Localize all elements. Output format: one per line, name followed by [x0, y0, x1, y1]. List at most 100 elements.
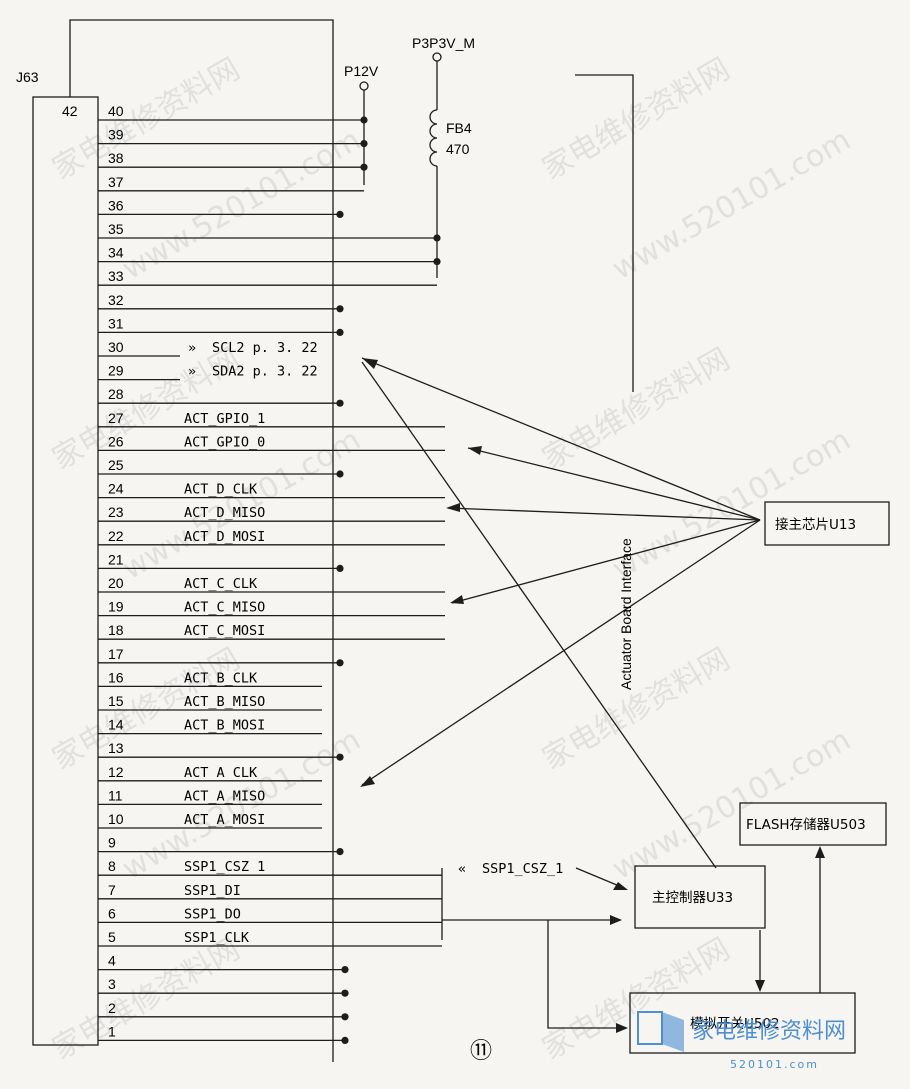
- arrowhead: [815, 846, 825, 858]
- pin-signal-label: SSP1_CLK: [184, 930, 250, 946]
- arrow-u13-gpio: [467, 447, 761, 521]
- p3v3-label: P3P3V_M: [412, 35, 475, 51]
- block-main-chip: [764, 501, 890, 546]
- watermark-text: 家电维修资料网: [537, 642, 736, 777]
- brand-logo-url: 520101.com: [730, 1058, 819, 1071]
- junction-dot: [336, 659, 344, 667]
- pin-signal-label: ACT_C_CLK: [184, 576, 258, 592]
- pin-number: 18: [108, 622, 124, 638]
- pin-number: 26: [108, 433, 124, 449]
- pin-number: 8: [108, 858, 116, 874]
- pin-number: 6: [108, 905, 116, 921]
- pin-number: 5: [108, 929, 116, 945]
- pin-number: 37: [108, 174, 124, 190]
- junction-dot: [336, 210, 344, 218]
- connector-ref: J63: [16, 69, 39, 85]
- junction-dot: [433, 258, 441, 266]
- junction-dot: [336, 399, 344, 407]
- pin-number: 11: [108, 787, 123, 803]
- junction-dot: [336, 328, 344, 336]
- junction-dot: [341, 1013, 349, 1021]
- junction-dot: [341, 966, 349, 974]
- offpage-connector-icon: »: [188, 364, 196, 380]
- junction-dot: [336, 753, 344, 761]
- watermark-text: 家电维修资料网: [537, 342, 736, 477]
- pin-number: 16: [108, 669, 124, 685]
- arrowhead: [613, 882, 628, 890]
- pin-number: 9: [108, 835, 116, 851]
- junction-dot: [360, 116, 368, 124]
- arrow-u13-act-d: [447, 507, 761, 521]
- pin-number: 1: [108, 1023, 116, 1039]
- arrow-controller-i2c: [361, 361, 717, 869]
- pin-number: 27: [108, 410, 124, 426]
- pin-signal-label: ACT_GPIO_1: [184, 411, 265, 427]
- block-controller: [634, 865, 766, 929]
- pin-number: 31: [108, 315, 124, 331]
- arrowhead: [755, 980, 765, 992]
- ssp1-offpage-label: SSP1_CSZ_1: [482, 861, 563, 877]
- pin-number: 20: [108, 575, 124, 591]
- pin-number: 23: [108, 504, 124, 520]
- pin-signal-label: ACT A CLK: [184, 765, 258, 781]
- junction-dot: [433, 234, 441, 242]
- pin-number: 21: [108, 551, 124, 567]
- pin-signal-label: SSP1_DO: [184, 906, 241, 922]
- pin-number: 17: [108, 646, 124, 662]
- block-flash-label: FLASH存储器U503: [746, 817, 866, 833]
- arrowhead: [610, 915, 622, 925]
- pin-number: 29: [108, 363, 124, 379]
- junction-dot: [336, 564, 344, 573]
- pin-number: 28: [108, 386, 124, 402]
- pin-signal-label: SCL2 p. 3. 22: [212, 340, 318, 356]
- connector-pin-top: 42: [62, 103, 78, 119]
- arrow-u13-act-a: [361, 519, 761, 786]
- pin-number: 38: [108, 150, 124, 166]
- watermark-text: www.520101.com: [607, 722, 857, 887]
- ferrite-ref: FB4: [446, 120, 472, 136]
- junction-dot: [336, 470, 344, 478]
- brand-logo: 家电维修资料网 520101.com: [637, 1011, 846, 1071]
- ssp1-offpage-arrow: «: [458, 861, 466, 877]
- junction-dot: [360, 163, 368, 171]
- pin-signal-label: ACT_D_MISO: [184, 505, 265, 521]
- pin-signal-label: ACT_GPIO_0: [184, 434, 265, 450]
- interface-boundary-line: [575, 74, 634, 392]
- junction-dot: [336, 848, 344, 856]
- block-main-chip-label: 接主芯片U13: [775, 516, 856, 533]
- p12v-label: P12V: [344, 63, 379, 79]
- pin-number: 12: [108, 764, 124, 780]
- pin-number: 2: [108, 1000, 116, 1016]
- arrowhead: [616, 1023, 628, 1033]
- arrow-u13-i2c: [361, 357, 761, 521]
- pin-signal-label: SDA2 p. 3. 22: [212, 364, 318, 380]
- interface-label: Actuator Board Interface: [618, 538, 634, 690]
- pin-number: 24: [108, 481, 124, 497]
- arrow-heads: [360, 358, 825, 1033]
- watermark-layer: 家电维修资料网 家电维修资料网 www.520101.com www.52010…: [47, 52, 857, 1067]
- junction-dot: [360, 140, 368, 148]
- pin-number: 13: [108, 740, 124, 756]
- page-number: ⑪: [470, 1039, 492, 1064]
- brand-logo-text: 家电维修资料网: [692, 1019, 846, 1044]
- pin-number: 35: [108, 221, 124, 237]
- arrow-ssp1-cs: [575, 867, 625, 889]
- pin-signal-label: ACT_C_MOSI: [184, 623, 265, 639]
- watermark-text: www.520101.com: [607, 422, 857, 587]
- arrowhead: [362, 358, 378, 369]
- junction-dot: [336, 305, 344, 313]
- pin-number: 22: [108, 528, 124, 544]
- brand-logo-mark: [662, 1012, 684, 1052]
- watermark-text: 家电维修资料网: [47, 932, 246, 1067]
- pin-signal-label: SSP1_CSZ 1: [184, 859, 265, 875]
- watermark-text: www.520101.com: [607, 122, 857, 287]
- p12v-terminal: [359, 81, 369, 91]
- arrowhead: [468, 446, 482, 455]
- pin-signal-label: ACT_D_MOSI: [184, 529, 265, 545]
- pin-number: 40: [108, 103, 124, 119]
- arrow-bus-switch: [547, 920, 622, 1029]
- offpage-connector-icon: »: [188, 340, 196, 356]
- junction-dot: [341, 1036, 349, 1044]
